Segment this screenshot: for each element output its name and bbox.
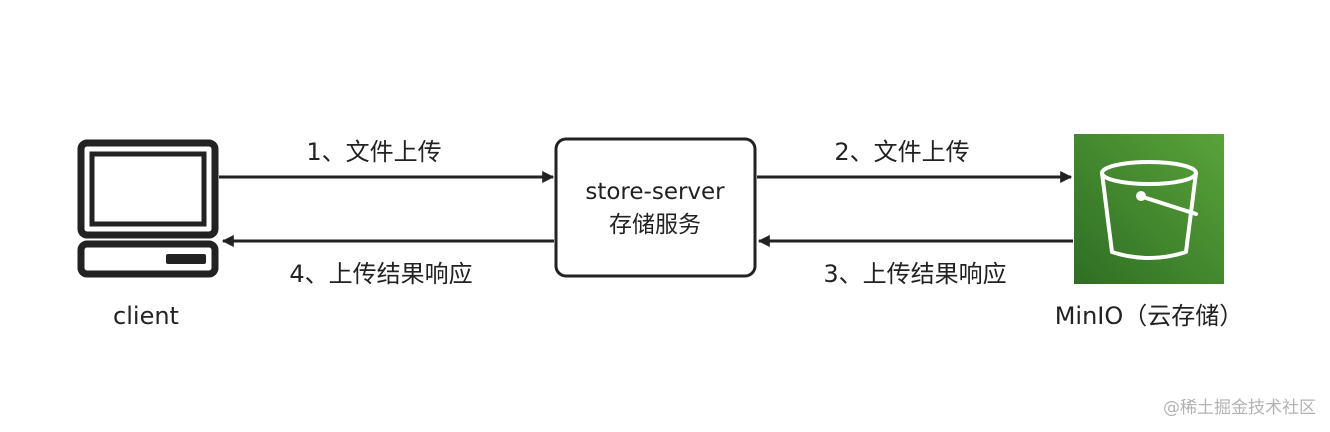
step3-label: 3、上传结果响应 (823, 260, 1006, 288)
store-server-node (554, 137, 757, 278)
minio-label: MinIO（云存储） (1055, 302, 1244, 330)
step2-label: 2、文件上传 (834, 138, 969, 166)
store-server-subtitle: 存储服务 (609, 212, 701, 238)
computer-terminal-icon (77, 139, 219, 278)
step4-label: 4、上传结果响应 (289, 260, 472, 288)
storage-bucket-icon (1074, 134, 1224, 284)
store-server-title: store-server (585, 179, 725, 205)
watermark: @稀土掘金技术社区 (1163, 398, 1316, 418)
step1-label: 1、文件上传 (306, 138, 441, 166)
client-label: client (113, 302, 179, 330)
